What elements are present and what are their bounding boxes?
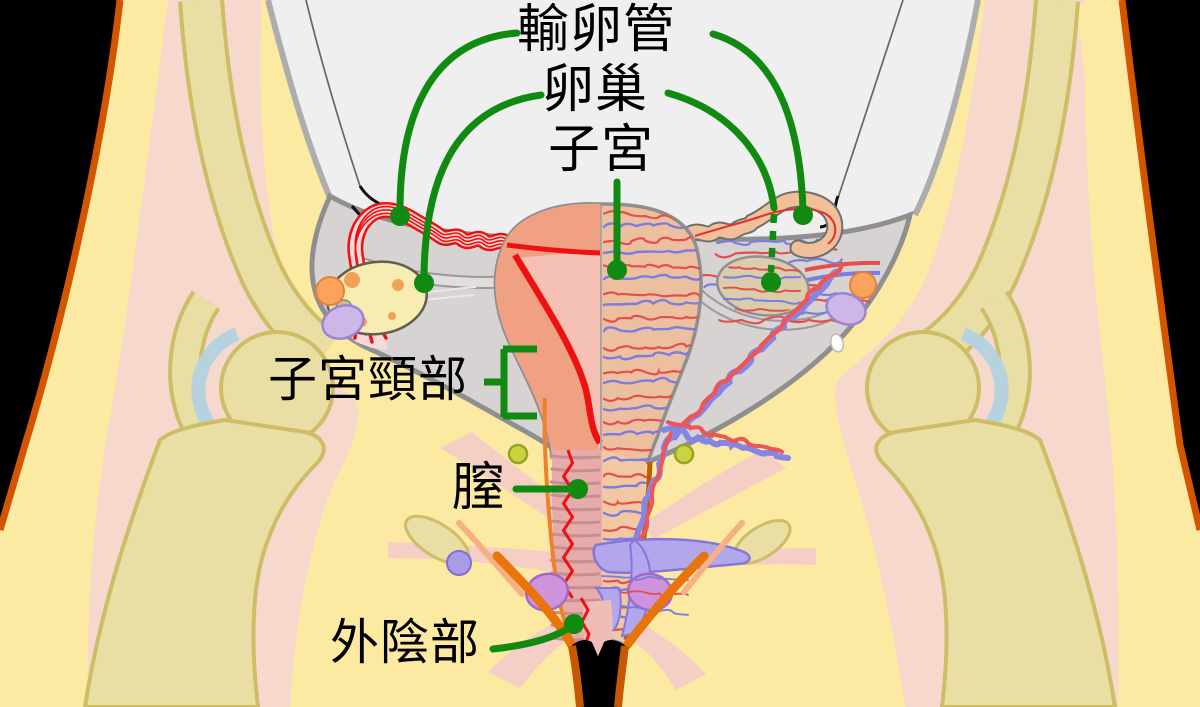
abdominal-wall-line-right <box>912 0 981 217</box>
introitus <box>579 597 613 662</box>
vaginal-ruga <box>550 571 601 577</box>
follicle <box>344 272 360 288</box>
ilium-left <box>182 0 338 368</box>
crease-light-right <box>681 520 745 595</box>
wedge <box>632 622 706 690</box>
node-orange-right <box>849 271 877 299</box>
ligament-line-right <box>837 0 904 199</box>
pelvic-bones <box>82 0 1118 707</box>
uterine-capillary-artery <box>602 291 702 298</box>
pointer-vulva <box>489 623 574 653</box>
tube-right-body <box>683 192 842 257</box>
dot-vagina <box>568 479 588 499</box>
vaginal-ruga <box>549 454 601 460</box>
ovary-vessel <box>723 286 801 294</box>
tube-right-artery <box>694 207 837 245</box>
node-orange-left <box>315 276 345 306</box>
ovary-vessel <box>723 274 801 281</box>
vaginal-ruga <box>550 467 601 473</box>
vaginal-ruga <box>549 558 601 564</box>
body-outline <box>0 0 1200 531</box>
ligament-line-left <box>305 0 361 187</box>
vaginal-vein-plexus <box>661 425 791 461</box>
label-pointers <box>396 29 807 653</box>
vaginal-ruga <box>550 545 601 551</box>
node-green-left <box>507 443 529 465</box>
crease-light-left <box>456 520 525 597</box>
node-violet-left <box>321 304 365 340</box>
pointer-ovary-right <box>664 89 778 212</box>
crease-left <box>492 551 576 649</box>
femur-left <box>82 417 326 707</box>
tube-lumen-line <box>506 242 601 256</box>
node-violet-small <box>446 550 472 576</box>
vaginal-ruga <box>550 519 601 525</box>
fallopian-tube-right <box>681 190 844 259</box>
ovary-vessel <box>723 265 801 273</box>
vulva-cleft-borders <box>568 645 629 707</box>
femur-right <box>874 417 1118 707</box>
pointer-fallopian-left <box>396 29 521 214</box>
lymph-nodes <box>315 271 877 340</box>
pointer-fallopian-right <box>709 30 807 214</box>
endometrium-line <box>512 253 603 445</box>
label-vulva: 外陰部 <box>330 614 481 671</box>
crease-right <box>622 551 709 650</box>
vagina-mucosa-zigzag <box>561 449 575 599</box>
ovary-vessel <box>723 297 801 305</box>
ovarian-ligament-left <box>423 286 477 301</box>
vaginal-ruga <box>549 506 601 512</box>
ovary-right-vessels <box>723 265 801 312</box>
cleft-border-right <box>614 645 629 707</box>
ovary-vessel <box>723 308 801 312</box>
groin-creases <box>456 520 745 650</box>
body-edge-left <box>0 0 124 531</box>
ilium-right <box>920 0 1076 368</box>
pointer-dots <box>390 205 813 634</box>
wedge <box>646 450 786 540</box>
perineal-vessel <box>601 575 689 582</box>
uterine-capillary-vein <box>602 298 702 307</box>
node-violet-right <box>825 292 867 326</box>
follicle <box>388 312 396 320</box>
label-ovary: 卵巢 <box>542 60 649 120</box>
label-fallopian-tube: 輸卵管 <box>517 0 677 60</box>
dot-ovary-left <box>414 273 434 293</box>
wedge <box>440 432 560 525</box>
follicle <box>392 279 404 291</box>
uterine-capillary-vein <box>602 326 702 333</box>
label-cervix: 子宮頸部 <box>268 351 469 408</box>
pelvic-bowl-opening <box>830 333 844 353</box>
uterus-cavity-zone <box>518 253 600 450</box>
dot-ovary-right <box>761 272 781 292</box>
introitus-fill <box>582 600 613 662</box>
label-uterus: 子宮 <box>548 120 655 180</box>
uterine-capillary-artery <box>602 342 702 352</box>
ovarian-artery-right <box>804 260 881 272</box>
body-edge-right <box>1118 0 1200 531</box>
uterine-artery-trunk <box>665 261 845 443</box>
dot-fallopian-right <box>793 205 813 225</box>
vaginal-artery-plexus <box>665 420 784 454</box>
pointer-ovary-left <box>420 91 545 280</box>
dot-uterus <box>607 260 627 280</box>
cervix-bracket <box>484 345 537 420</box>
node-green-right <box>673 443 695 465</box>
dot-fallopian-left <box>390 206 410 226</box>
abdominal-wall-line-left <box>265 0 333 200</box>
vaginal-ruga <box>549 532 601 538</box>
uterine-artery-trunk <box>633 438 670 558</box>
dot-vulva <box>564 614 584 634</box>
label-vagina: 膣 <box>452 458 506 518</box>
uterine-capillary-artery <box>602 314 702 323</box>
cleft-border-left <box>568 645 584 707</box>
uterine-capillary-vein <box>602 351 702 361</box>
